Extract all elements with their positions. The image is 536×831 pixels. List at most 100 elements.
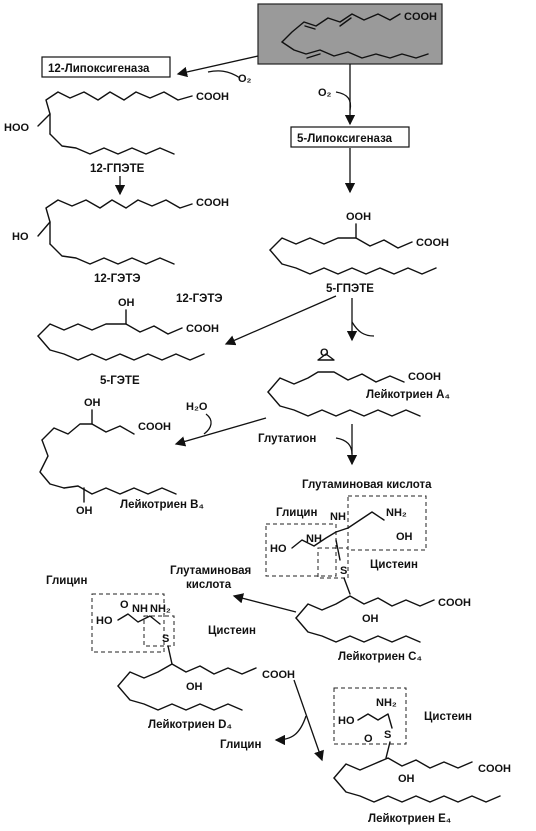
ltb4-upper: [41, 423, 135, 441]
ltb4-mid: [39, 439, 65, 489]
hete5-oh: OH: [118, 297, 135, 309]
ltd4-s-chain: [167, 645, 173, 665]
ltc4-ho: HO: [270, 543, 287, 555]
ltc4-cooh: COOH: [438, 597, 471, 609]
arrow-ltc4-to-ltd4: [232, 593, 297, 613]
ltd4-o: O: [120, 599, 129, 611]
hpete5-lower: [269, 249, 437, 275]
ltc4-lower: [295, 617, 421, 643]
lte4-upper: [333, 757, 473, 779]
ltc4-label: Лейкотриен C₄: [338, 651, 422, 663]
lta4-epoxide: [317, 353, 335, 361]
ltc4-oh-acid: OH: [396, 531, 413, 543]
hpete12-label: 12-ГПЭТЕ: [90, 163, 145, 175]
ltc4-cysteine-box: [317, 547, 349, 579]
hpete12-cooh: COOH: [196, 91, 229, 103]
ltc4-upper: [295, 595, 435, 619]
ltc4-s: S: [340, 565, 347, 577]
ltc4-nh2: NH₂: [386, 507, 407, 519]
substrate-double-bond-3: [306, 53, 321, 59]
ltd4-cysteine-box: [143, 615, 175, 647]
lte4-peptide-chain: [357, 713, 393, 729]
ltc4-glycine-box: [265, 523, 337, 577]
lte4-chain: COOH OH: [333, 757, 511, 803]
hpete5-ooh: OOH: [346, 211, 371, 223]
hete12-cooh: COOH: [196, 197, 229, 209]
ltd4-peptide: O NH NH₂ HO S: [96, 599, 173, 665]
substrate-cooh: COOH: [404, 11, 437, 23]
hete12-structure: HO COOH: [12, 197, 229, 265]
substrate-upper-chain: [281, 13, 401, 43]
lox12-box: [41, 56, 171, 78]
hpete5-cooh: COOH: [416, 237, 449, 249]
ltc4-peptide-chain: [291, 511, 385, 549]
hpete12-lower: [49, 133, 175, 155]
lte4-ho: HO: [338, 715, 355, 727]
lte4-peptide: NH₂ HO O S: [338, 697, 397, 759]
lte4-nh2: NH₂: [376, 697, 397, 709]
ltc4-nh-2: NH: [330, 511, 346, 523]
lta4-label: Лейкотриен A₄: [366, 389, 450, 401]
ltc4-s-chain: [343, 577, 351, 595]
hete12-label: 12-ГЭТЭ: [94, 273, 141, 285]
hete12-ho: HO: [12, 231, 29, 243]
ltc4-oh: OH: [362, 613, 379, 625]
hpete5-label: 5-ГПЭТЕ: [326, 283, 374, 295]
glutamic-acid-2a: Глутаминовая: [170, 565, 251, 577]
glycine-out-label: Глицин: [220, 739, 261, 751]
ltb4-cooh: COOH: [138, 421, 171, 433]
lte4-cooh: COOH: [478, 763, 511, 775]
hete5-structure: OH COOH: [37, 297, 219, 361]
arrow-to-lox12: [176, 55, 259, 78]
hete5-lower: [37, 335, 205, 361]
ltc4-peptide: HO NH NH NH₂ OH S: [270, 507, 413, 595]
ltc4-s-bond: [335, 539, 341, 561]
ltb4-oh-top: OH: [84, 397, 101, 409]
lox12-label: 12-Липоксигеназа: [48, 63, 150, 75]
hpete5-structure: OOH COOH: [269, 211, 449, 275]
ltc4-nh: NH: [306, 533, 322, 545]
ltc4-cysteine-box-label: Цистеин: [370, 559, 418, 571]
ltb4-label: Лейкотриен B₄: [120, 499, 204, 511]
hpete12-hoo: HOO: [4, 122, 30, 134]
substrate-lower-chain: [281, 41, 429, 59]
lte4-oh: OH: [398, 773, 415, 785]
ltd4-glycine-box-label: Глицин: [46, 575, 87, 587]
lte4-label: Лейкотриен E₄: [368, 813, 451, 825]
ltd4-ho: HO: [96, 615, 113, 627]
substrate-box: [257, 3, 443, 65]
ltc4-glycine-box-label: Глицин: [276, 507, 317, 519]
h2o-label: H₂O: [186, 401, 208, 413]
arachidonic-acid-structure: COOH: [257, 3, 443, 65]
glutathione-label: Глутатион: [258, 433, 316, 445]
ltd4-cooh: COOH: [262, 669, 295, 681]
ltd4-label: Лейкотриен D₄: [148, 719, 232, 731]
glutathione-curve: [335, 437, 353, 455]
ltd4-lower: [117, 685, 243, 711]
o2-curve-b: [335, 91, 352, 111]
lta4-epoxide-o: O: [320, 347, 329, 359]
ltb4-oh-bottom: OH: [76, 505, 93, 517]
lta4-upper: [267, 371, 405, 393]
arrow-hpete5-to-hete5: [224, 295, 337, 346]
lte4-s: S: [384, 729, 391, 741]
lte4-cysteine-box: [333, 687, 407, 745]
o2-curve-a: [207, 70, 241, 79]
ltd4-nh: NH: [132, 603, 148, 615]
ltb4-structure: OH COOH OH: [39, 397, 177, 517]
hete5-cooh: COOH: [186, 323, 219, 335]
lta4-structure: O COOH: [267, 347, 441, 417]
substrate-double-bond-2: [339, 17, 352, 27]
ltb4-lower: [63, 485, 177, 495]
hete5-label: 5-ГЭТЕ: [100, 375, 140, 387]
arrow-lta4-to-ltb4: [174, 417, 267, 447]
o2-label-b: O₂: [318, 87, 332, 99]
hete5-upper: [37, 323, 183, 337]
cysteine-out-label: Цистеин: [208, 625, 256, 637]
ltd4-oh: OH: [186, 681, 203, 693]
h2o-curve: [203, 413, 212, 435]
o2-label-a: O₂: [238, 73, 252, 85]
glutamic-acid-2b: кислота: [186, 579, 232, 591]
ltd4-nh2: NH₂: [150, 603, 171, 615]
